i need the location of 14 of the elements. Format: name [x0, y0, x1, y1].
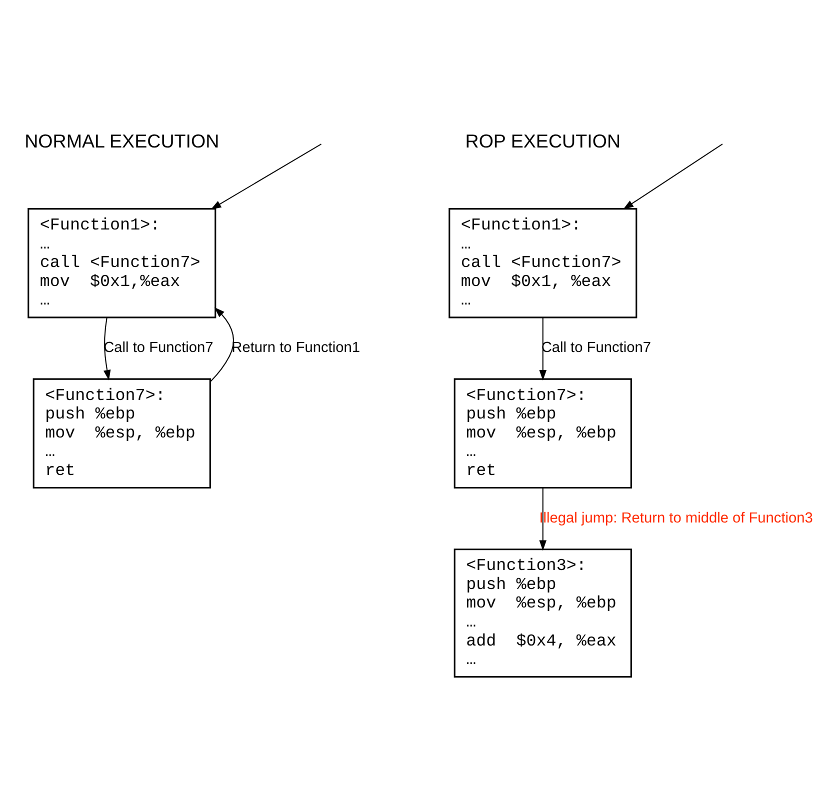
- arrow: [103, 317, 111, 380]
- arrow: [539, 488, 547, 551]
- arrow: [623, 144, 723, 210]
- node-box: <Function7>: push %ebp mov %esp, %ebp … ret: [454, 378, 632, 489]
- label: ROP EXECUTION: [465, 130, 621, 152]
- edge-label: Return to Function1: [232, 340, 360, 356]
- arrow: [210, 307, 234, 382]
- node-box: <Function1>: … call <Function7> mov $0x1,%eax …: [28, 208, 216, 318]
- arrow: [539, 318, 547, 380]
- node-box: <Function3>: push %ebp mov %esp, %ebp … add $0x4, %eax …: [454, 548, 632, 678]
- arrow: [210, 144, 322, 210]
- node-box: <Function7>: push %ebp mov %esp, %ebp … ret: [32, 378, 211, 489]
- label: NORMAL EXECUTION: [24, 130, 220, 152]
- node-box: <Function1>: … call <Function7> mov $0x1, %eax …: [448, 208, 638, 318]
